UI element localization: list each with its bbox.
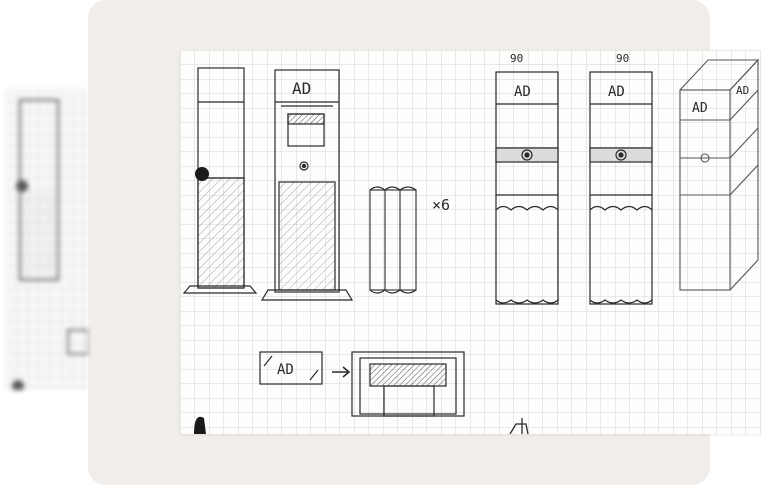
dimension-label: 90 [616, 52, 629, 65]
pencil-mark [194, 416, 206, 434]
kiosk-sketch-3 [495, 71, 559, 305]
dimension-label: 90 [510, 52, 523, 65]
blurred-sketch-preview [6, 90, 88, 390]
ad-panel-sketch [259, 351, 323, 385]
arrow-icon [332, 366, 351, 378]
ad-label: AD [277, 362, 294, 378]
multiplier-label: ×6 [432, 196, 450, 214]
ad-label: AD [608, 84, 625, 100]
sketch-photo: AD ×6 AD 90 [180, 50, 761, 434]
paper-roll-bundle [369, 186, 417, 294]
ad-label: AD [692, 101, 708, 116]
kiosk-sketch-1 [182, 67, 258, 294]
ad-label: AD [736, 84, 749, 97]
kiosk-sketch-perspective [679, 58, 760, 291]
pencil-mark [509, 418, 529, 434]
ad-label: AD [514, 84, 531, 100]
ad-label: AD [292, 79, 311, 98]
kiosk-sketch-2 [260, 69, 354, 301]
kiosk-sketch-4 [589, 71, 653, 305]
frame-sketch [351, 351, 465, 417]
